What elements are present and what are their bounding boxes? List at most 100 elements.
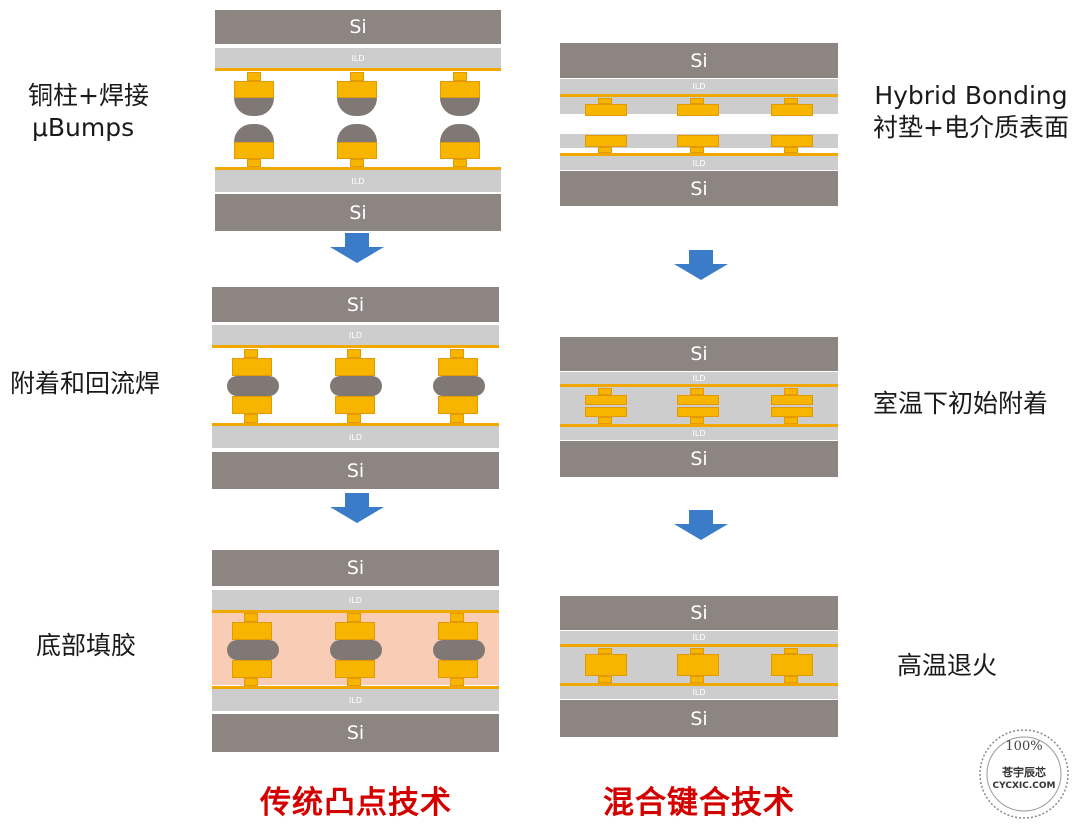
via-tab <box>347 349 361 358</box>
si-layer-bottom: Si <box>560 441 838 477</box>
bond-pad <box>585 407 627 417</box>
label-high-temp-anneal: 高温退火 <box>897 651 998 680</box>
copper-pillar <box>438 358 478 376</box>
title-traditional-bump: 传统凸点技术 <box>260 785 452 821</box>
ild-layer-bottom: ILD <box>215 170 501 192</box>
copper-pillar <box>335 396 375 414</box>
via-tab <box>244 349 258 358</box>
si-layer-top: Si <box>215 10 501 44</box>
via-tab <box>453 159 467 167</box>
via-tab <box>244 613 258 622</box>
label-copper-pillar-line1: 铜柱+焊接 <box>28 81 149 110</box>
label-underfill: 底部填胶 <box>36 631 137 660</box>
stamp-url: CYCXIC.COM <box>992 781 1056 791</box>
copper-pillar <box>337 81 377 98</box>
label-attach-reflow: 附着和回流焊 <box>10 369 161 398</box>
metal-line <box>215 167 501 170</box>
copper-pillar <box>234 142 274 159</box>
bond-pad <box>585 395 627 405</box>
ild-layer-bottom: ILD <box>560 686 838 699</box>
title-hybrid-bonding: 混合键合技术 <box>603 785 795 821</box>
stamp-name: 苍宇辰芯 <box>1002 766 1046 779</box>
via-tab <box>450 414 464 423</box>
copper-pillar <box>335 358 375 376</box>
via-tab <box>247 159 261 167</box>
via-tab <box>598 98 612 104</box>
si-layer-top: Si <box>212 287 499 322</box>
si-layer-bottom: Si <box>560 700 838 737</box>
si-layer-top: Si <box>560 43 838 78</box>
copper-pillar <box>234 81 274 98</box>
via-tab <box>450 678 464 686</box>
via-tab <box>598 676 612 683</box>
via-tab <box>598 388 612 395</box>
solder-joint <box>433 640 485 660</box>
via-tab <box>347 414 361 423</box>
bond-pad <box>585 135 627 147</box>
metal-line <box>212 610 499 613</box>
via-tab <box>347 678 361 686</box>
via-tab <box>450 349 464 358</box>
solder-cap <box>440 124 480 142</box>
metal-line <box>560 153 838 156</box>
solder-cap <box>234 124 274 142</box>
stamp-percent: 100% <box>1005 739 1043 754</box>
metal-line <box>560 94 838 97</box>
metal-line <box>560 384 838 387</box>
ild-layer-top: ILD <box>212 325 499 345</box>
label-copper-pillar: 铜柱+焊接 μBumps <box>28 80 149 144</box>
solder-cap <box>234 98 274 116</box>
via-tab <box>598 147 612 153</box>
bond-pad <box>771 395 813 405</box>
label-room-temp-attach: 室温下初始附着 <box>873 389 1049 418</box>
si-layer-top: Si <box>560 337 838 371</box>
copper-pillar <box>440 142 480 159</box>
via-tab <box>350 159 364 167</box>
via-tab <box>690 417 704 424</box>
via-tab <box>690 388 704 395</box>
bond-pad <box>677 407 719 417</box>
via-tab <box>784 388 798 395</box>
metal-line <box>560 424 838 427</box>
solder-joint <box>433 376 485 396</box>
metal-line <box>215 68 501 71</box>
stamp-ring-icon <box>979 729 1069 819</box>
label-hybrid-bonding-line2: 衬垫+电介质表面 <box>873 113 1069 142</box>
metal-line <box>560 644 838 647</box>
metal-line <box>212 686 499 689</box>
ild-layer-top: ILD <box>212 590 499 610</box>
via-tab <box>450 613 464 622</box>
label-hybrid-bonding-line1: Hybrid Bonding <box>874 81 1068 110</box>
copper-pillar <box>232 660 272 678</box>
via-tab <box>690 676 704 683</box>
watermark-stamp: 100% 苍宇辰芯 CYCXIC.COM <box>978 728 1070 820</box>
via-tab <box>690 147 704 153</box>
bond-pad <box>677 135 719 147</box>
ild-layer-bottom: ILD <box>212 689 499 711</box>
bond-pad <box>771 407 813 417</box>
solder-joint <box>227 640 279 660</box>
via-tab <box>244 414 258 423</box>
copper-pillar <box>335 622 375 640</box>
solder-joint <box>227 376 279 396</box>
si-layer-top: Si <box>212 550 499 586</box>
solder-cap <box>337 98 377 116</box>
bond-pad <box>771 104 813 116</box>
ild-layer-top: ILD <box>560 631 838 644</box>
via-tab <box>350 72 364 81</box>
via-tab <box>784 98 798 104</box>
ild-layer-top: ILD <box>215 48 501 68</box>
metal-line <box>212 345 499 348</box>
solder-cap <box>337 124 377 142</box>
ild-layer-bottom: ILD <box>560 427 838 440</box>
ild-layer-top: ILD <box>560 372 838 384</box>
si-layer-bottom: Si <box>212 714 499 752</box>
solder-joint <box>330 640 382 660</box>
via-tab <box>784 648 798 654</box>
bond-pad <box>677 104 719 116</box>
si-layer-bottom: Si <box>215 194 501 231</box>
via-tab <box>598 648 612 654</box>
ild-layer-bottom: ILD <box>560 156 838 170</box>
si-layer-bottom: Si <box>560 171 838 206</box>
metal-line <box>212 423 499 426</box>
